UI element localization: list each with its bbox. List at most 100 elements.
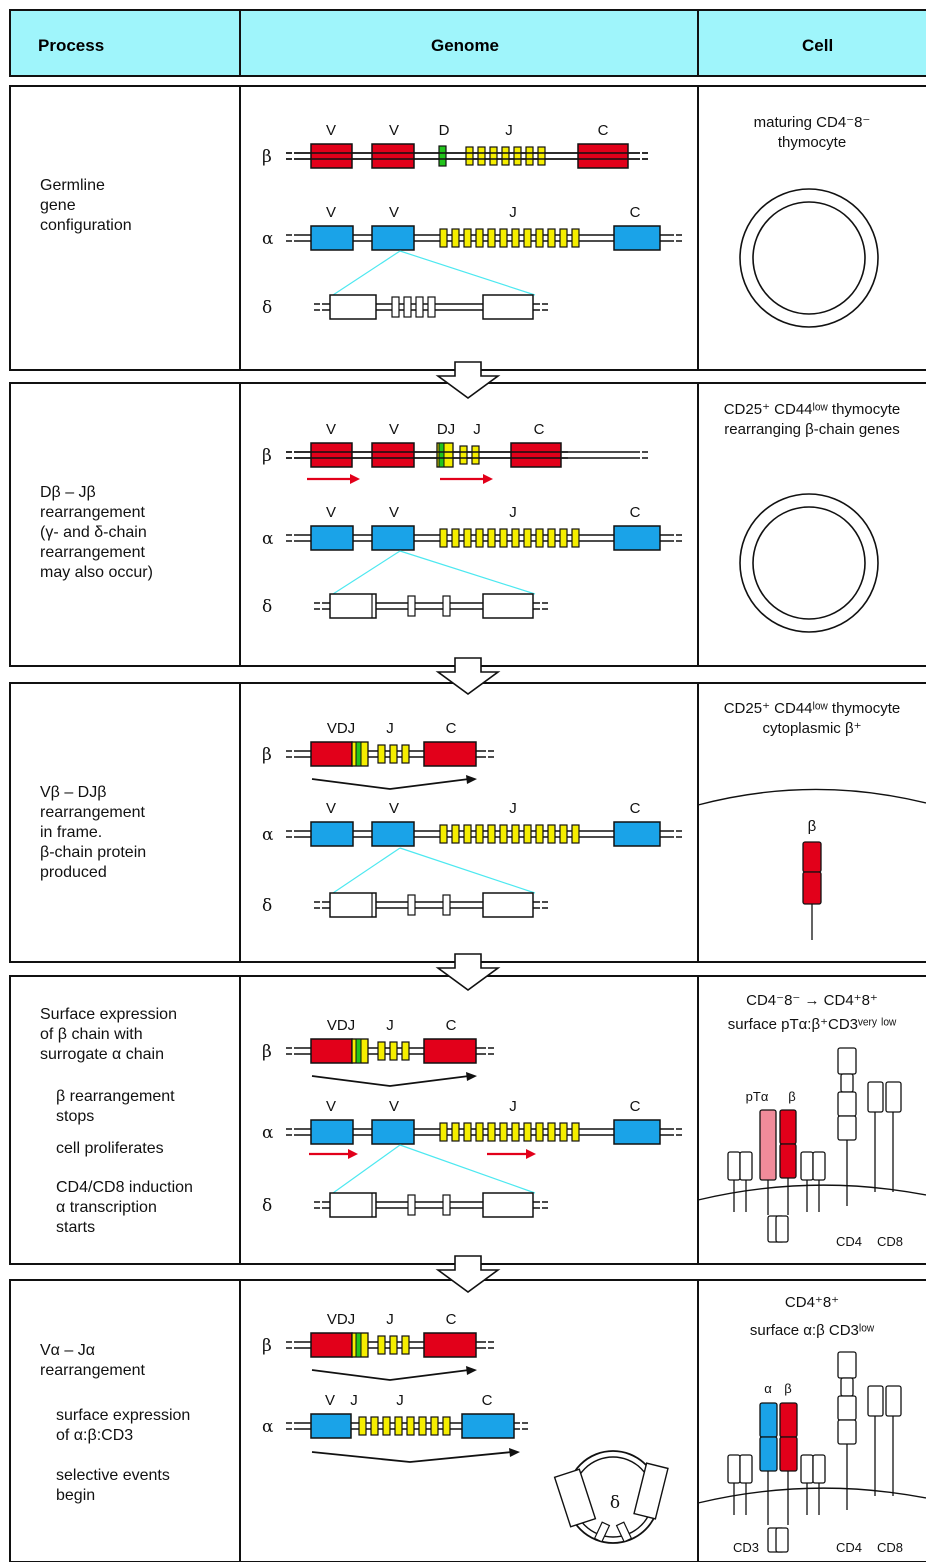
label-j: J [386, 1311, 394, 1328]
d-beta-segment [438, 145, 447, 167]
delta-v-segment [329, 593, 377, 619]
j-alpha-segment [370, 1416, 379, 1436]
label-vdj: VDJ [327, 1017, 355, 1034]
excision-guide [399, 250, 536, 296]
cd8-chain [885, 1385, 902, 1417]
j-alpha-segment [499, 528, 508, 548]
cell-membrane [697, 1487, 926, 1504]
process-label: in frame. [40, 824, 102, 841]
header-genome: Genome [431, 36, 499, 55]
beta-chain-domain [802, 841, 822, 873]
beta-chain-domain [802, 871, 822, 905]
pta-chain [759, 1109, 777, 1181]
label-j: J [473, 421, 481, 438]
delta-segment [442, 595, 451, 617]
v-beta-segment [310, 1038, 353, 1064]
process-label: (γ- and δ-chain [40, 524, 147, 541]
j-alpha-segment [535, 1122, 544, 1142]
j-beta-segment [459, 445, 468, 465]
j-beta-segment [401, 1335, 410, 1355]
cd4-domain [837, 1419, 857, 1445]
label-c: C [534, 421, 545, 438]
j-alpha-segment [547, 228, 556, 248]
rearrangement-arrowhead [348, 1149, 358, 1159]
j-beta-segment [513, 146, 522, 166]
process-sublabel: begin [56, 1487, 95, 1504]
label-c: C [482, 1392, 493, 1409]
d-segment [355, 1038, 362, 1064]
j-alpha-segment [487, 824, 496, 844]
j-alpha-segment [499, 1122, 508, 1142]
process-sublabel: cell proliferates [56, 1140, 164, 1157]
j-beta-segment [377, 1335, 386, 1355]
process-label: surrogate α chain [40, 1046, 164, 1063]
excision-guide [399, 847, 536, 894]
excised-delta-label: δ [610, 1493, 620, 1513]
d-segment [438, 442, 445, 468]
transcript-arrowhead [466, 1072, 477, 1081]
delta-symbol: δ [262, 1196, 272, 1216]
delta-symbol: δ [262, 298, 272, 318]
j-alpha-segment [535, 824, 544, 844]
cell-nucleus [752, 201, 866, 315]
cell-state-label: thymocyte [778, 134, 846, 151]
alpha-chain-domain [759, 1436, 778, 1472]
flow-down-arrow [435, 657, 501, 695]
process-label: may also occur) [40, 564, 153, 581]
j-alpha-segment [511, 824, 520, 844]
cell-state-label: CD25⁺ CD44ˡᵒʷ thymocyte [724, 700, 901, 717]
c-alpha-segment [613, 225, 661, 251]
protein-label: β [788, 1089, 795, 1104]
label-j: J [505, 122, 513, 139]
header-cell: Cell [802, 36, 833, 55]
excised-delta-segment [615, 1521, 633, 1543]
flow-down-arrow [435, 953, 501, 991]
c-alpha-segment [613, 525, 661, 551]
excised-delta-segment [553, 1468, 597, 1528]
label-v: V [389, 800, 399, 817]
transcript-line [311, 1369, 470, 1381]
cd3-subunit [727, 1151, 741, 1181]
cell-state-label: maturing CD4⁻8⁻ [754, 114, 871, 131]
j-alpha-segment [463, 528, 472, 548]
delta-segment [427, 296, 436, 318]
cd3-subunit [800, 1151, 814, 1181]
process-label: Germline [40, 177, 105, 194]
delta-v-segment [329, 1192, 377, 1218]
j-alpha-segment [451, 228, 460, 248]
protein-label: pTα [746, 1089, 769, 1104]
label-j: J [509, 1098, 517, 1115]
header-process: Process [38, 36, 104, 55]
v-alpha-segment [310, 525, 354, 551]
j-alpha-segment [358, 1416, 367, 1436]
label-c: C [446, 720, 457, 737]
process-label: Surface expression [40, 1006, 177, 1023]
j-beta-segment [401, 1041, 410, 1061]
j-beta-segment [537, 146, 546, 166]
protein-label: CD4 [836, 1234, 862, 1249]
delta-c-segment [482, 1192, 534, 1218]
label-v: V [389, 1098, 399, 1115]
j-alpha-segment [430, 1416, 439, 1436]
v-alpha-segment [310, 1413, 352, 1439]
process-sublabel: α transcription [56, 1199, 157, 1216]
transcript-arrowhead [466, 1366, 477, 1375]
delta-segment [403, 296, 412, 318]
j-alpha-segment [571, 228, 580, 248]
j-beta-segment [389, 1335, 398, 1355]
beta-symbol: β [262, 1336, 272, 1356]
j-alpha-segment [487, 228, 496, 248]
process-label: rearrangement [40, 504, 146, 521]
delta-segment [442, 1194, 451, 1216]
label-j: J [509, 504, 517, 521]
process-sublabel: β rearrangement [56, 1088, 175, 1105]
label-c: C [630, 1098, 641, 1115]
cd4-domain [840, 1377, 854, 1397]
c-beta-segment [423, 741, 477, 767]
cd4-domain [837, 1047, 857, 1075]
label-v: V [326, 1098, 336, 1115]
alpha-symbol: α [262, 825, 274, 845]
c-alpha-segment [613, 821, 661, 847]
excision-guide [399, 1144, 536, 1194]
